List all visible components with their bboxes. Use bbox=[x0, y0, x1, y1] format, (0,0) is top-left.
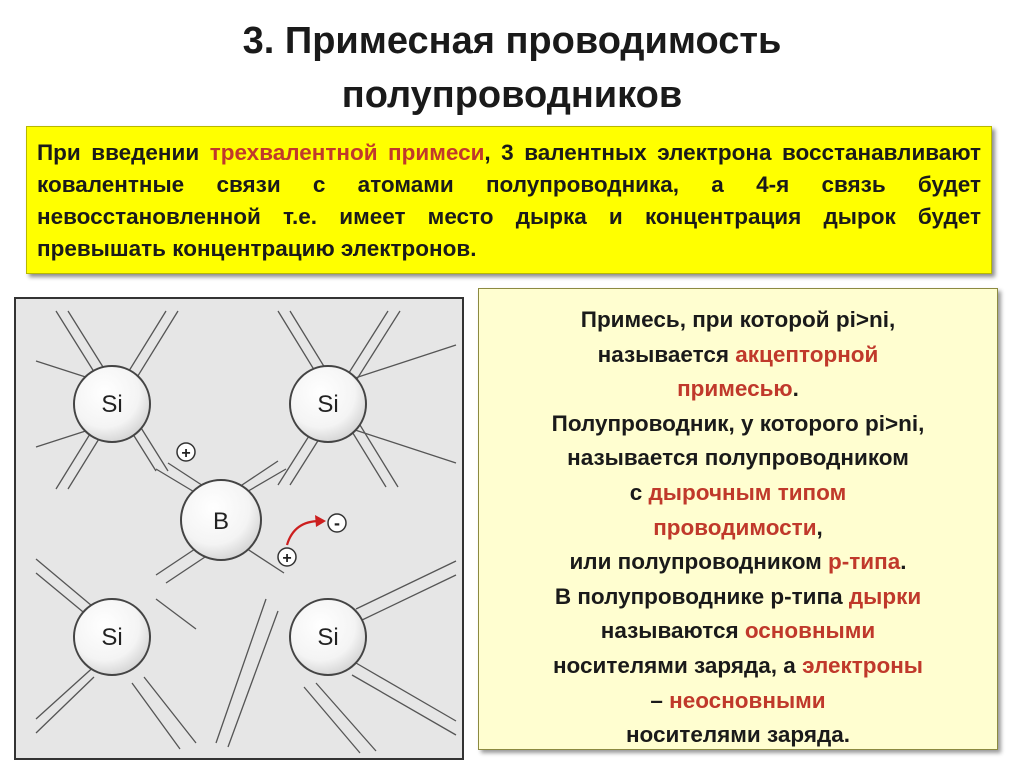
title-line-1: 3. Примесная проводимость bbox=[242, 20, 782, 62]
highlight-acceptor: акцепторной bbox=[735, 341, 879, 367]
definition-text: , bbox=[816, 514, 823, 540]
hole-bottom: + bbox=[277, 547, 297, 567]
definition-text: . bbox=[900, 549, 907, 575]
definition-line: Полупроводник, у которого pi>ni, bbox=[551, 410, 925, 436]
definition-line: – неосновными bbox=[479, 684, 997, 719]
highlight-electrons: электроны bbox=[802, 652, 924, 678]
minus-sign: - bbox=[334, 513, 340, 533]
atom-label-b: B bbox=[213, 508, 229, 535]
atom-si-bottom-right: Si bbox=[289, 598, 367, 676]
definition-text: . bbox=[792, 376, 799, 402]
atom-si-top-right: Si bbox=[289, 365, 367, 443]
definition-line: носителями заряда. bbox=[625, 722, 851, 748]
intro-box: При введении трехвалентной примеси, 3 ва… bbox=[26, 126, 992, 274]
definition-box: Примесь, при которой pi>ni, называется а… bbox=[478, 288, 998, 750]
definition-line: или полупроводником p-типа. bbox=[479, 545, 997, 580]
highlight-impurity: примесью bbox=[677, 376, 793, 402]
definition-line: называется полупроводником bbox=[567, 445, 909, 471]
definition-line: называются основными bbox=[479, 614, 997, 649]
definition-text: носителями заряда, а bbox=[552, 652, 803, 678]
definition-line: Примесь, при которой pi>ni, bbox=[580, 307, 896, 332]
slide-title: 3. Примесная проводимость полупроводнико… bbox=[0, 14, 1024, 122]
highlight-majority: основными bbox=[744, 618, 876, 644]
highlight-p-type: p-типа bbox=[828, 549, 901, 575]
definition-text: – bbox=[650, 687, 670, 713]
definition-text: с bbox=[629, 479, 649, 505]
intro-text-1: При введении bbox=[37, 140, 210, 165]
atom-label-si: Si bbox=[317, 624, 338, 651]
atom-si-top-left: Si bbox=[73, 365, 151, 443]
definition-line: примесью. bbox=[479, 372, 997, 407]
electron: - bbox=[327, 513, 347, 533]
intro-text-2: , 3 валентных электрона восстанавливают … bbox=[37, 140, 981, 261]
crystal-lattice-diagram: Si Si B Si Si + + - bbox=[14, 297, 464, 760]
definition-line: называется акцепторной bbox=[479, 338, 997, 373]
highlight-holes: дырки bbox=[848, 583, 922, 609]
intro-highlight-trivalent: трехвалентной примеси bbox=[209, 140, 485, 165]
atom-si-bottom-left: Si bbox=[73, 598, 151, 676]
hole-top: + bbox=[176, 442, 196, 462]
lattice-svg: Si Si B Si Si + + - bbox=[35, 310, 457, 754]
plus-sign: + bbox=[181, 445, 190, 462]
plus-sign: + bbox=[282, 550, 291, 567]
atom-label-si: Si bbox=[101, 391, 122, 418]
atom-label-si: Si bbox=[101, 624, 122, 651]
definition-text: называется bbox=[597, 341, 736, 367]
definition-text: В полупроводнике p-типа bbox=[554, 583, 849, 609]
highlight-conductivity: проводимости bbox=[653, 514, 817, 540]
atom-label-si: Si bbox=[317, 391, 338, 418]
electron-jump-arrow bbox=[285, 515, 326, 546]
definition-text: называются bbox=[600, 618, 745, 644]
highlight-hole-type: дырочным типом bbox=[648, 479, 847, 505]
title-line-2: полупроводников bbox=[341, 74, 683, 116]
definition-line: В полупроводнике p-типа дырки bbox=[479, 580, 997, 615]
definition-text: или полупроводником bbox=[569, 549, 829, 575]
atom-b-center: B bbox=[180, 479, 262, 561]
definition-line: с дырочным типом bbox=[479, 476, 997, 511]
definition-line: проводимости, bbox=[479, 511, 997, 546]
definition-line: носителями заряда, а электроны bbox=[479, 649, 997, 684]
highlight-minority: неосновными bbox=[669, 687, 826, 713]
